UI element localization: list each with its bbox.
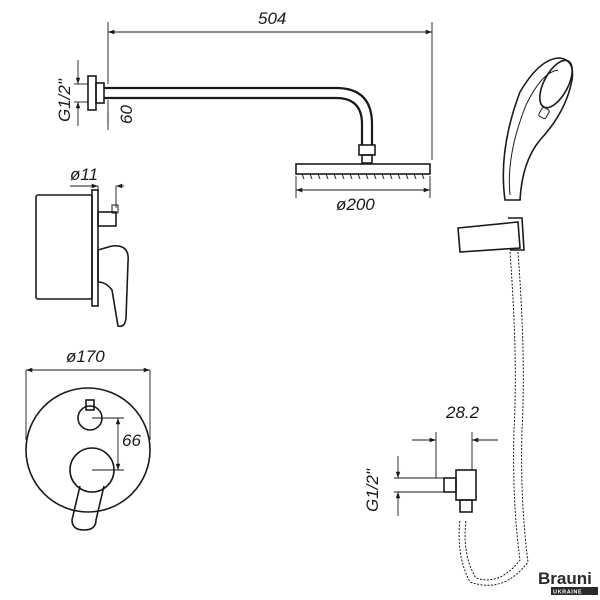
dim-wall-offset-label: 60: [117, 105, 136, 124]
dim-small-diameter-label: ø11: [70, 165, 98, 184]
cover-plate-front: [25, 387, 151, 513]
flange-collar: [95, 82, 105, 104]
dim-center-distance: 66: [92, 417, 141, 471]
dim-head-diameter: ø200: [295, 176, 431, 214]
wall-outlet-nut: [459, 499, 473, 513]
dim-thread-outlet-label: G1/2": [363, 468, 382, 512]
dim-thread-top-label: G1/2": [55, 78, 74, 122]
dim-outlet-depth: 28.2: [412, 403, 498, 478]
mixer-body-box: [35, 194, 93, 300]
dim-head-diameter-label: ø200: [336, 195, 375, 214]
shower-head-plate: [295, 163, 431, 175]
dim-arm-length: 504: [107, 9, 433, 160]
brand-logo: Brauni UKRAINE: [538, 569, 598, 596]
mixer-side-view: [35, 189, 129, 328]
lever-handle-front: [71, 485, 105, 531]
shower-hose-right-edge: [458, 251, 529, 586]
diverter-knob-side: [97, 211, 117, 227]
arm-tube-bottom: [104, 96, 364, 145]
wall-flange: [87, 75, 97, 111]
spray-selector: [538, 106, 550, 120]
handle-contour: [508, 69, 559, 196]
diverter-stem-front: [85, 399, 95, 411]
mixer-front-view: [25, 387, 151, 531]
dim-plate-diameter-label: ø170: [66, 347, 105, 366]
brand-name: Brauni: [538, 569, 592, 588]
arm-nut: [358, 144, 376, 156]
dim-arm-length-label: 504: [258, 9, 286, 28]
hand-shower-assembly: [443, 57, 574, 586]
mixer-cover-plate: [91, 189, 99, 307]
lever-handle-side: [97, 245, 129, 328]
dim-thread-top: G1/2": [55, 60, 88, 126]
shower-head-nozzles: [301, 173, 425, 180]
dim-small-diameter: ø11: [70, 165, 124, 208]
dim-wall-offset: 60: [107, 100, 136, 130]
brand-sub-bg: [551, 587, 598, 595]
dim-thread-outlet: G1/2": [363, 456, 444, 516]
shower-arm-assembly: [87, 75, 376, 164]
brand-sub: UKRAINE: [553, 590, 582, 596]
holder-bracket: [508, 217, 525, 251]
wall-holder: [457, 221, 521, 253]
diverter-tip-side: [111, 204, 119, 214]
rain-shower-head: [295, 163, 431, 180]
shower-hose-left-edge: [464, 251, 521, 581]
dim-plate-diameter: ø170: [25, 347, 151, 440]
dim-outlet-depth-label: 28.2: [445, 403, 480, 422]
ball-joint: [361, 154, 373, 164]
dim-center-distance-label: 66: [122, 431, 141, 450]
hand-shower-handle: [502, 57, 574, 201]
arm-tube-top: [104, 86, 374, 145]
wall-outlet-body: [455, 469, 477, 501]
wall-outlet-connector: [443, 477, 457, 493]
